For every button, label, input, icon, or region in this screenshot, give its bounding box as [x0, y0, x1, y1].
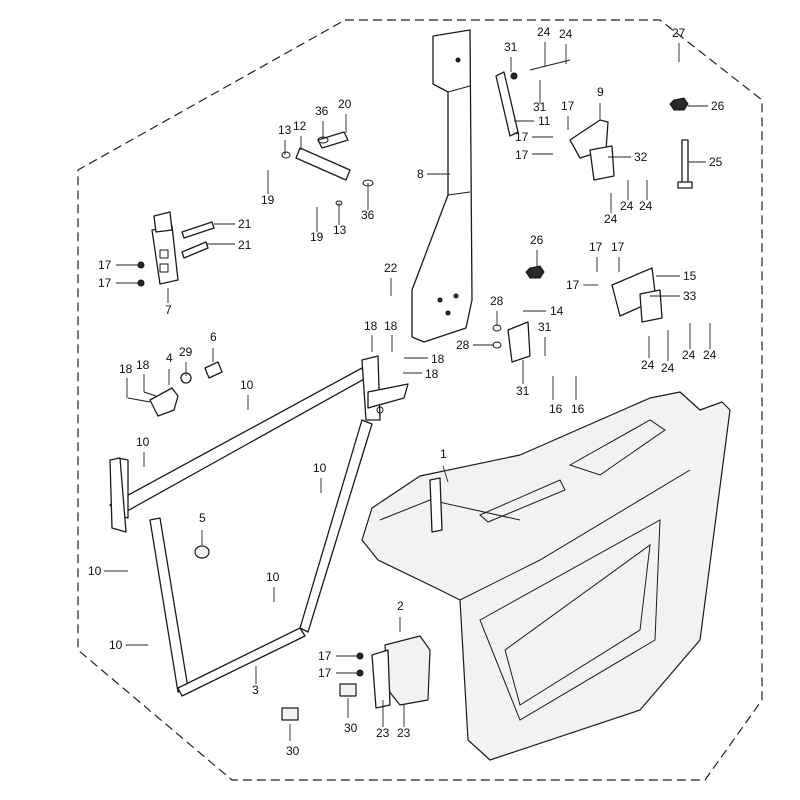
callout-c1: 1 — [440, 447, 447, 461]
callout-c14: 14 — [550, 304, 564, 318]
callout-c17b: 17 — [515, 130, 529, 144]
callout-c18d: 18 — [425, 367, 439, 381]
callout-c17e: 17 — [98, 276, 112, 290]
callout-c31c: 31 — [538, 320, 552, 334]
callout-c31b: 31 — [533, 100, 547, 114]
callout-c17a: 17 — [561, 99, 575, 113]
callout-c17g: 17 — [611, 240, 625, 254]
callout-c28b: 28 — [456, 338, 470, 352]
callout-c26a: 26 — [711, 99, 725, 113]
callout-c24d: 24 — [620, 199, 634, 213]
part-8-pillar — [411, 29, 473, 343]
callout-c24f: 24 — [641, 358, 655, 372]
callout-c27: 27 — [672, 26, 686, 40]
callout-c10a: 10 — [240, 378, 254, 392]
callout-c23a: 23 — [376, 726, 390, 740]
callout-c18a: 18 — [364, 319, 378, 333]
callout-c30a: 30 — [286, 744, 300, 758]
part-4-hinge — [127, 361, 223, 417]
callout-c17h: 17 — [566, 278, 580, 292]
part-25-bolt — [525, 97, 693, 279]
callout-c31a: 31 — [504, 40, 518, 54]
callout-c10d: 10 — [88, 564, 102, 578]
callout-c24i: 24 — [703, 348, 717, 362]
callout-c21a: 21 — [238, 217, 252, 231]
callout-c19a: 19 — [261, 193, 275, 207]
callout-c8: 8 — [417, 167, 424, 181]
callout-c24b: 24 — [559, 27, 573, 41]
callout-c36b: 36 — [361, 208, 375, 222]
callout-c9: 9 — [597, 85, 604, 99]
callout-c19b: 19 — [310, 230, 324, 244]
callout-c31d: 31 — [516, 384, 530, 398]
callout-c22: 22 — [384, 261, 398, 275]
part-15-plate — [611, 267, 663, 323]
callout-c3: 3 — [252, 683, 259, 697]
callout-c12: 12 — [293, 119, 307, 133]
assembly-boundary — [77, 19, 763, 781]
callout-c18c: 18 — [431, 352, 445, 366]
part-14-bracket — [492, 321, 531, 363]
part-11-lever — [495, 59, 571, 137]
part-9-bracket — [569, 119, 615, 181]
callout-c17d: 17 — [98, 258, 112, 272]
callout-c17i: 17 — [318, 649, 332, 663]
callout-c24g: 24 — [661, 361, 675, 375]
callout-c2: 2 — [397, 599, 404, 613]
callout-c21b: 21 — [238, 238, 252, 252]
part-1-door-panel — [361, 391, 731, 761]
callout-c17c: 17 — [515, 148, 529, 162]
callout-c24a: 24 — [537, 25, 551, 39]
callout-c18e: 18 — [119, 362, 133, 376]
callout-c28a: 28 — [490, 294, 504, 308]
part-3-frame — [109, 355, 409, 697]
callout-c24h: 24 — [682, 348, 696, 362]
part-5-bumper — [194, 545, 210, 559]
callout-c24c: 24 — [604, 212, 618, 226]
callout-c10e: 10 — [266, 570, 280, 584]
callout-c26b: 26 — [530, 233, 544, 247]
part-30-blocks — [281, 683, 357, 721]
callout-c13a: 13 — [278, 123, 292, 137]
part-2-bracket — [356, 635, 431, 709]
callout-c17j: 17 — [318, 666, 332, 680]
callout-c32: 32 — [634, 150, 648, 164]
callout-c10b: 10 — [136, 435, 150, 449]
callout-c20: 20 — [338, 97, 352, 111]
callout-c11: 11 — [538, 114, 551, 128]
callout-c18f: 18 — [136, 358, 150, 372]
leader-line-c1 — [442, 465, 449, 483]
part-12-link — [281, 131, 374, 206]
callout-c6: 6 — [210, 330, 217, 344]
callout-c10f: 10 — [109, 638, 123, 652]
callout-c23b: 23 — [397, 726, 411, 740]
callout-c36a: 36 — [315, 104, 329, 118]
callout-c17f: 17 — [589, 240, 603, 254]
callout-c30b: 30 — [344, 721, 358, 735]
callout-c16b: 16 — [571, 402, 585, 416]
callout-c13b: 13 — [333, 223, 347, 237]
callout-c10c: 10 — [313, 461, 327, 475]
callout-c5: 5 — [199, 511, 206, 525]
callout-c33: 33 — [683, 289, 697, 303]
callout-c24e: 24 — [639, 199, 653, 213]
callout-c4: 4 — [166, 351, 173, 365]
callout-c15: 15 — [683, 269, 697, 283]
callout-c29: 29 — [179, 345, 193, 359]
callout-c16a: 16 — [549, 402, 563, 416]
part-7-latch — [137, 211, 215, 287]
callout-c25: 25 — [709, 155, 723, 169]
callout-c7: 7 — [165, 303, 172, 317]
callout-c18b: 18 — [384, 319, 398, 333]
